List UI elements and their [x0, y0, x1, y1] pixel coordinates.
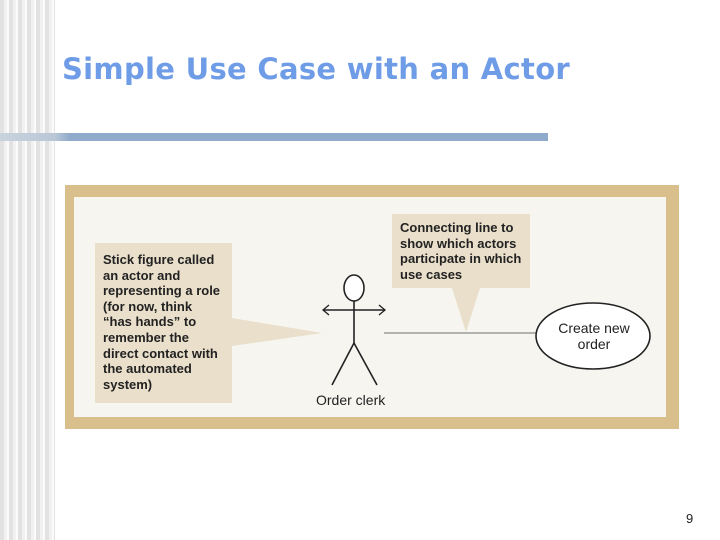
use-case-ellipse [535, 302, 651, 370]
use-case-label: Create new order [558, 320, 630, 352]
slide-title: Simple Use Case with an Actor [62, 52, 571, 86]
actor-right-hand [378, 304, 387, 316]
actor-callout-text: Stick figure called an actor and represe… [103, 252, 221, 392]
title-underline [0, 133, 548, 141]
actor-right-leg [353, 342, 378, 386]
actor-head [343, 274, 365, 302]
decorative-stripes [0, 0, 55, 540]
actor-name-label: Order clerk [316, 392, 386, 408]
actor-callout-bubble [95, 243, 322, 403]
page-number: 9 [686, 511, 694, 526]
line-callout-text: Connecting line to show which actors par… [400, 220, 522, 282]
actor-stick-figure [321, 274, 387, 386]
actor-left-hand [321, 304, 330, 316]
line-callout-bubble [392, 214, 530, 332]
actor-left-leg [331, 342, 355, 386]
